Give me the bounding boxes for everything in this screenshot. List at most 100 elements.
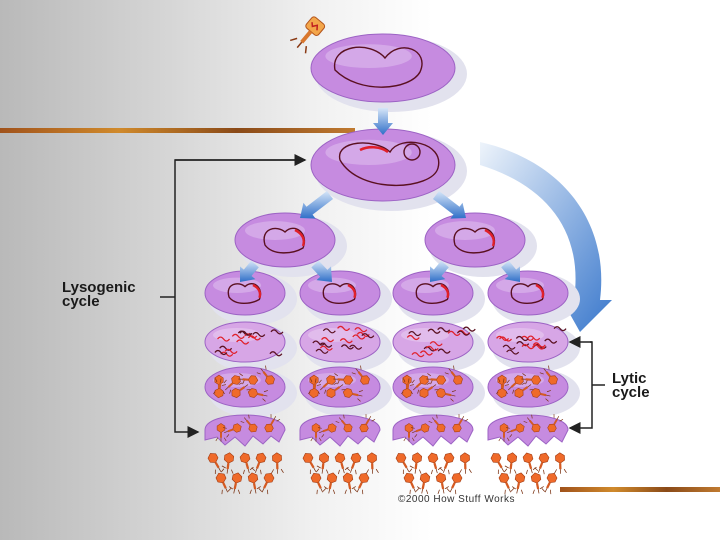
phage-icon xyxy=(521,373,542,385)
attacking-phage xyxy=(289,16,326,54)
decor-bar-right xyxy=(560,487,720,492)
phage-icon xyxy=(214,378,227,399)
phage-icon xyxy=(522,452,539,475)
phage-icon xyxy=(247,472,263,494)
phage-icon xyxy=(310,472,328,495)
phage-icon xyxy=(408,452,423,474)
phage-icon xyxy=(221,375,241,394)
decor-bar-left xyxy=(0,128,355,133)
phage-icon xyxy=(309,378,322,399)
phage-icon xyxy=(427,452,444,475)
phage-icon xyxy=(326,380,346,398)
flow-arrows xyxy=(240,108,520,282)
cell-lysogen-3 xyxy=(392,270,485,325)
phage-icon xyxy=(322,472,338,495)
phage-icon xyxy=(444,365,463,385)
cell-replicating-4 xyxy=(487,321,580,372)
cell-lysing-1 xyxy=(204,414,286,447)
phage-icon xyxy=(207,453,226,474)
phage-icon xyxy=(395,453,414,474)
phage-icon xyxy=(435,388,456,402)
arrow-row2-a xyxy=(240,260,259,282)
phage-icon xyxy=(227,472,243,495)
cell-lysing-2 xyxy=(299,414,381,447)
phage-icon xyxy=(239,452,256,475)
phage-icon xyxy=(247,388,268,402)
phage-icon xyxy=(459,452,472,474)
phage-icon xyxy=(334,452,351,475)
cell-replicating-1 xyxy=(204,321,297,372)
arrow-row2-c xyxy=(430,260,449,282)
phage-icon xyxy=(410,423,430,438)
arrow-infect xyxy=(373,108,393,135)
lysogenic-label-line2: cycle xyxy=(62,293,100,310)
lysogenic-label-line1: Lysogenic xyxy=(62,279,136,296)
phage-icon xyxy=(256,472,275,495)
phage-icon xyxy=(256,365,275,385)
phage-icon xyxy=(333,373,354,385)
phage-icon xyxy=(240,414,258,433)
phage-icon xyxy=(532,452,550,475)
phage-icon xyxy=(342,388,363,402)
cell-initial xyxy=(310,33,467,112)
phage-icon xyxy=(249,452,267,475)
phage-icon xyxy=(351,365,370,385)
phage-icon xyxy=(317,423,337,438)
cell-lysing-3 xyxy=(392,414,474,447)
phage-icon xyxy=(366,452,379,474)
phage-icon xyxy=(409,375,429,394)
lysogenic-bracket xyxy=(160,154,307,438)
phage-icon xyxy=(264,414,281,433)
arrow-row2-b xyxy=(311,260,332,282)
phage-icon xyxy=(428,414,446,433)
cell-lysogen-4 xyxy=(487,270,580,325)
cell-division-right xyxy=(424,212,537,277)
phage-icon xyxy=(403,423,415,442)
phage-icon xyxy=(504,375,524,394)
phage-icon xyxy=(539,365,558,385)
phage-icon xyxy=(403,472,421,495)
cell-replicating-2 xyxy=(299,321,392,372)
phage-icon xyxy=(554,452,567,474)
phage-icon xyxy=(271,452,284,474)
copyright-credit: ©2000 How Stuff Works xyxy=(398,494,515,505)
phage-icon xyxy=(523,414,541,433)
phage-icon xyxy=(514,380,534,398)
phage-icon xyxy=(503,452,518,474)
phage-icon xyxy=(220,452,235,474)
cell-assembling-3 xyxy=(392,365,485,417)
phage-icon xyxy=(342,472,358,494)
phage-icon xyxy=(310,423,322,442)
phage-icon xyxy=(315,452,330,474)
phage-icon xyxy=(435,472,451,494)
phage-icon xyxy=(444,472,463,495)
phage-icon xyxy=(539,472,558,495)
phage-icon xyxy=(419,380,439,398)
phage-icon xyxy=(415,472,431,495)
phage-icon xyxy=(215,423,227,442)
lytic-label-line1: Lytic xyxy=(612,370,647,387)
phage-icon xyxy=(316,375,336,394)
phage-icon xyxy=(498,423,510,442)
phage-icon xyxy=(530,472,546,494)
arrow-divide-left xyxy=(300,191,334,219)
cell-lysogen-2 xyxy=(299,270,392,325)
phage-icon xyxy=(351,472,370,495)
cell-group xyxy=(204,33,580,447)
lytic-label-line2: cycle xyxy=(612,384,650,401)
cell-replicating-3 xyxy=(392,321,485,372)
phage-icon xyxy=(359,414,376,433)
released-phages xyxy=(207,452,567,495)
phage-icon xyxy=(335,414,353,433)
phage-icon xyxy=(238,373,259,385)
phage-icon xyxy=(302,453,321,474)
phage-icon xyxy=(498,472,516,495)
phage-icon xyxy=(547,414,564,433)
phage-icon xyxy=(452,414,469,433)
arrow-divide-right xyxy=(432,191,466,219)
phage-icon xyxy=(505,423,525,438)
phage-icon xyxy=(530,388,551,402)
cell-assembling-4 xyxy=(487,365,580,417)
phage-icon xyxy=(426,373,447,385)
